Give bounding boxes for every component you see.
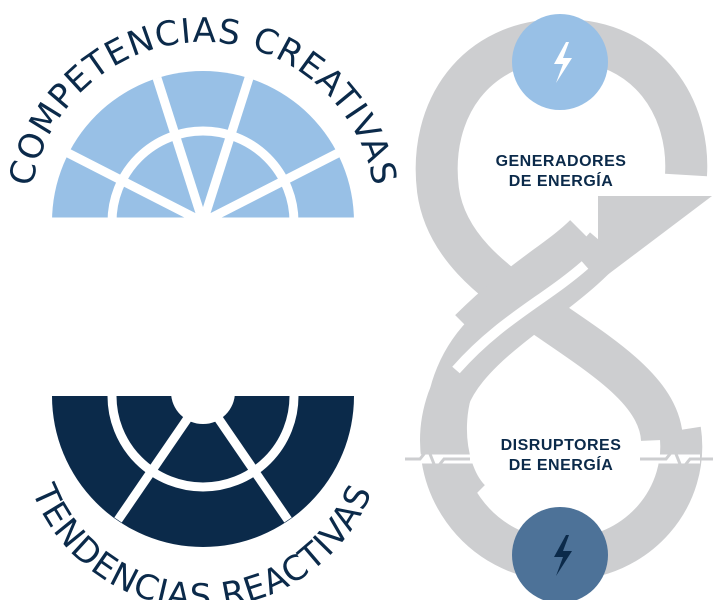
- disruptors-label-line2: DE ENERGÍA: [508, 457, 614, 474]
- broken-energy-line-left-zigzag: [405, 446, 470, 472]
- lightning-bolt-icon: [554, 535, 572, 576]
- loop-crossing: [455, 219, 683, 443]
- disruptors-label-line1: DISRUPTORES: [500, 437, 622, 454]
- creative-semicircle: [52, 71, 354, 222]
- reactive-tendencies-graphic: TENDENCIAS REACTIVAS: [23, 360, 380, 600]
- disruptors-label: DISRUPTORES DE ENERGÍA: [486, 436, 636, 476]
- lightning-bolt-icon: [554, 42, 572, 83]
- generators-label-line2: DE ENERGÍA: [508, 173, 614, 190]
- creative-semicircle-dividers: [52, 76, 354, 227]
- reactive-hub: [171, 360, 235, 424]
- generators-label-line1: GENERADORES: [495, 153, 627, 170]
- generators-label: GENERADORES DE ENERGÍA: [486, 152, 636, 192]
- broken-energy-line: [405, 438, 700, 480]
- loop-crossing-gap: [452, 261, 589, 374]
- broken-energy-line-right-zigzag: [640, 446, 713, 472]
- creative-competencies-graphic: COMPETENCIAS CREATIVAS: [2, 11, 403, 227]
- loop-arrow-head: [598, 196, 712, 282]
- energy-loop-graphic: [405, 14, 713, 600]
